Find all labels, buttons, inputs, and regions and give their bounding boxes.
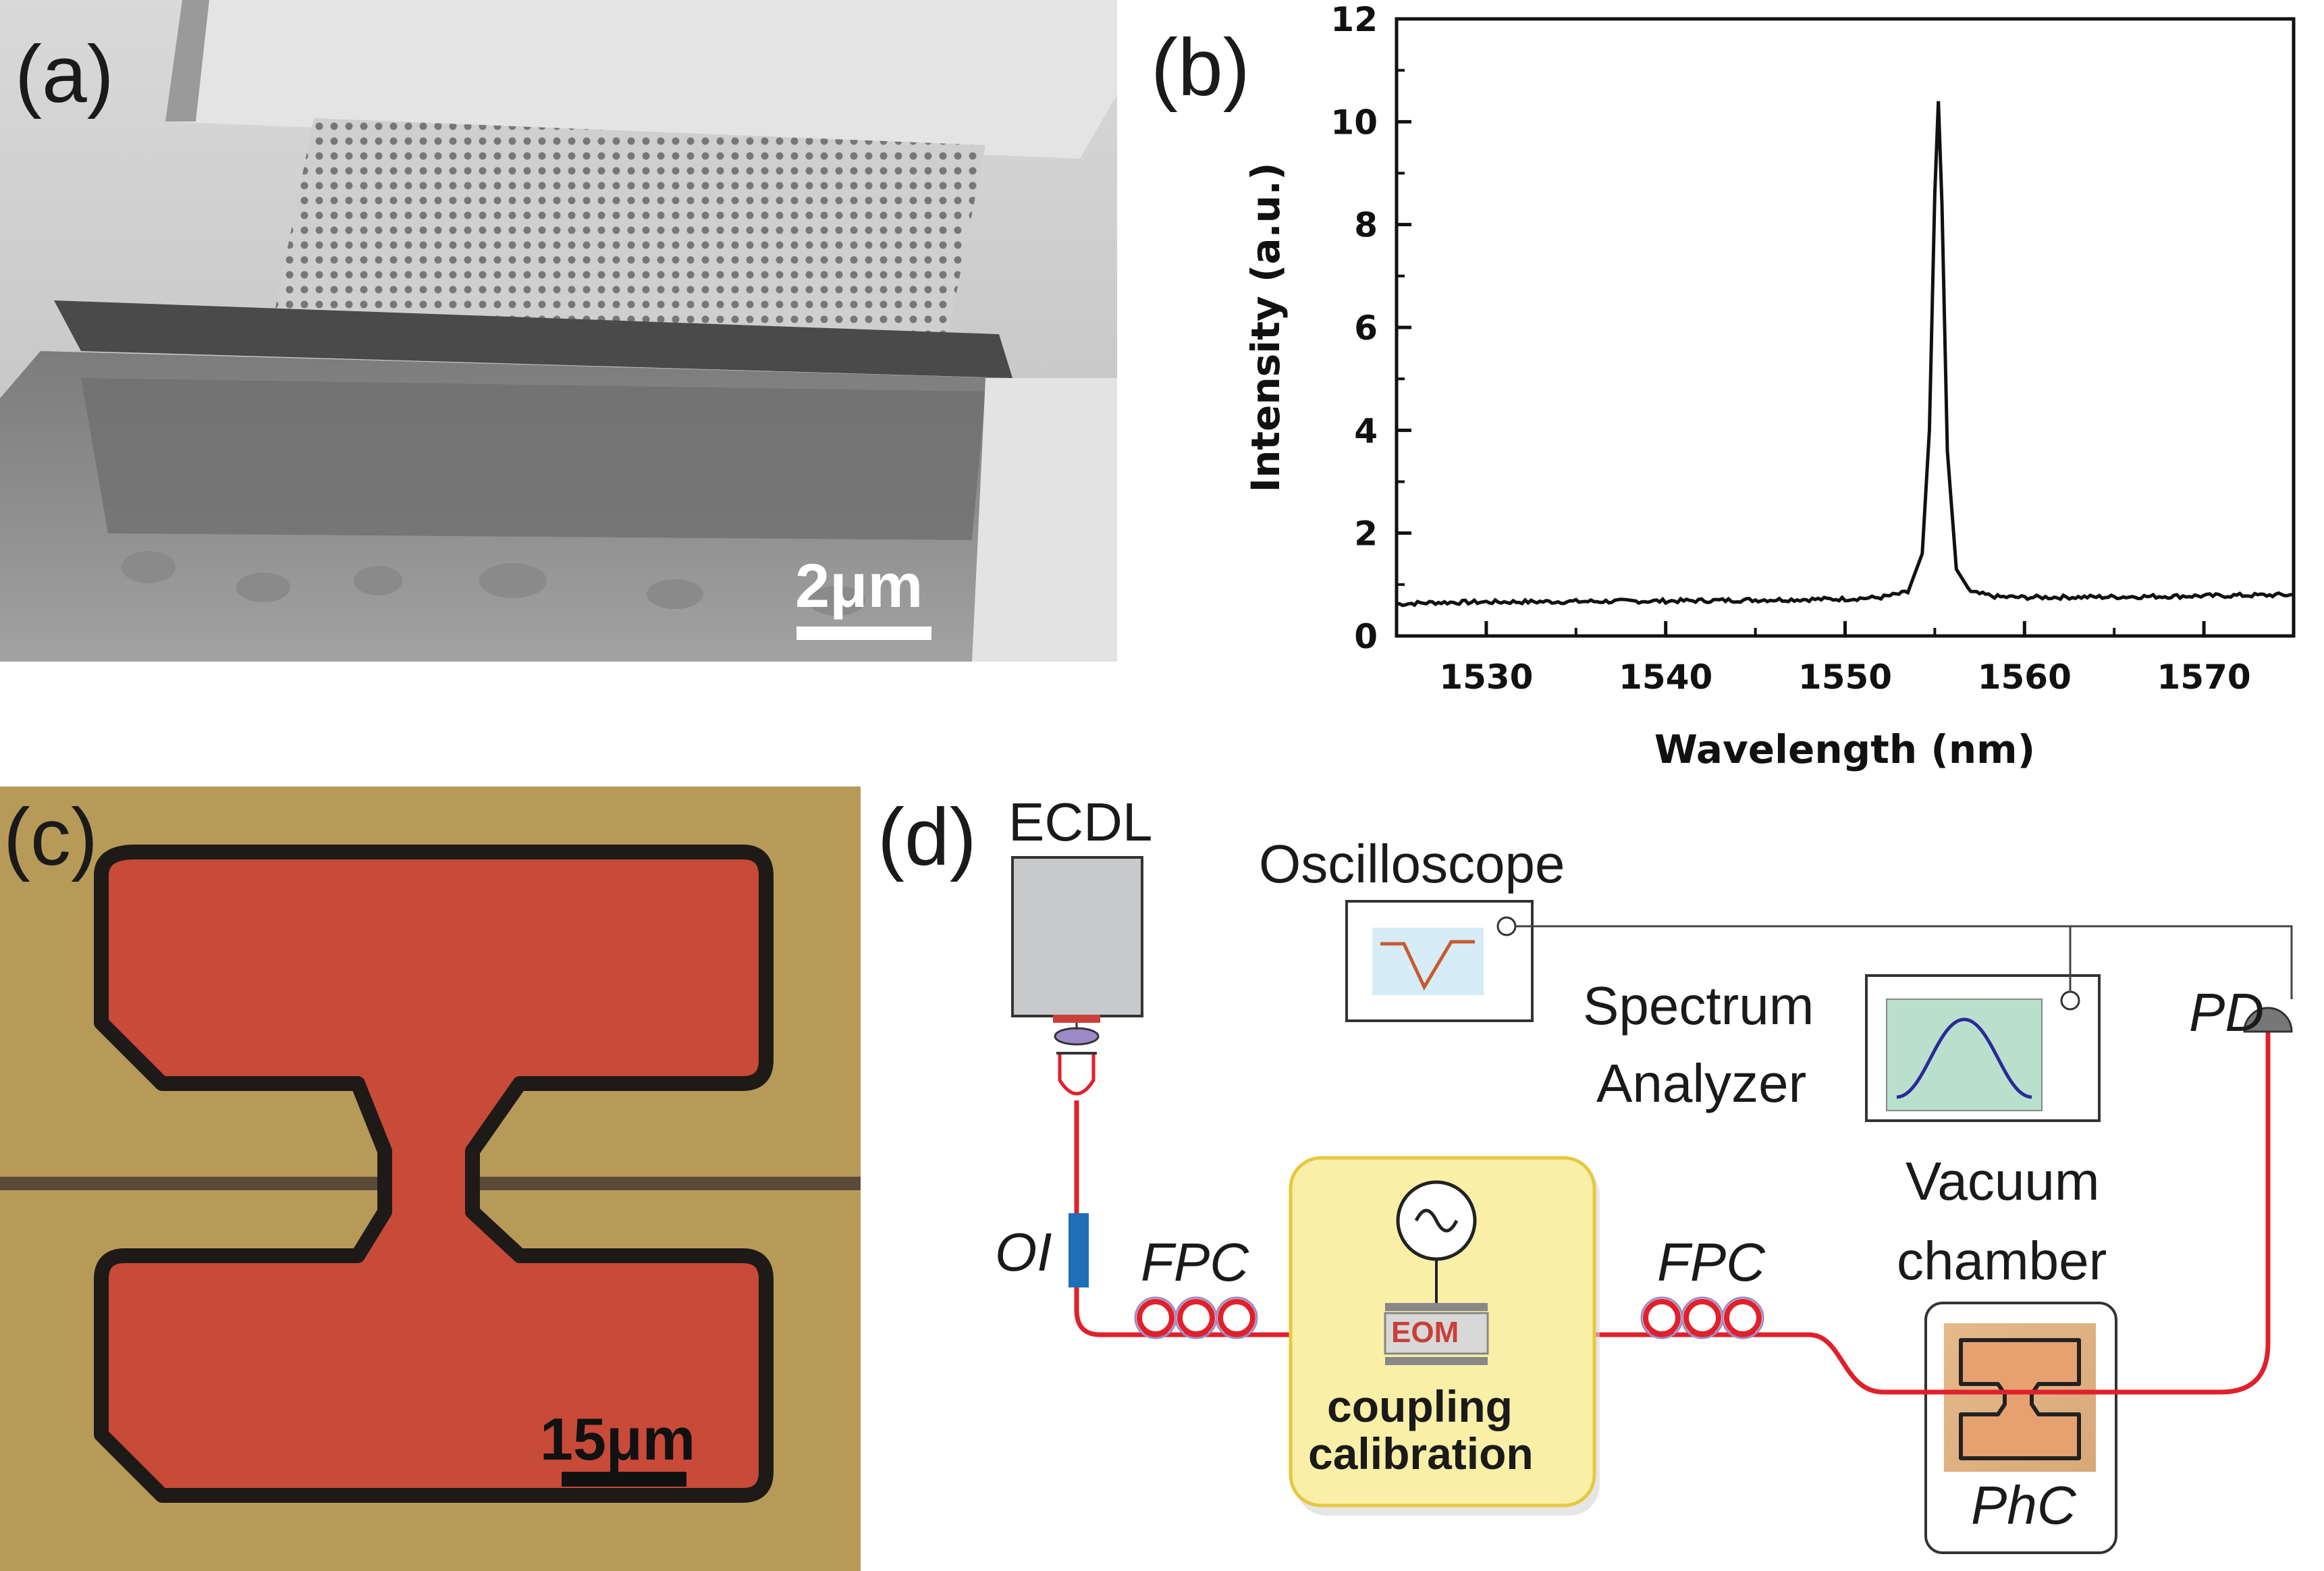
phc-label: PhC: [1971, 1475, 2076, 1535]
series-line: [1396, 101, 2294, 608]
setup-schematic: [1011, 856, 2293, 1554]
coupling-label: coupling: [1327, 1381, 1513, 1431]
ecdl-label: ECDL: [1008, 792, 1153, 852]
panel-label-a: (a): [15, 29, 114, 119]
x-tick-label: 1540: [1619, 658, 1712, 697]
panel-label-c: (c): [3, 792, 98, 882]
eom-label: EOM: [1391, 1316, 1459, 1349]
sem-scale-bar-label: 2μm: [795, 552, 923, 620]
fpc-right-loops: [1643, 1299, 1762, 1337]
ecdl-laser: [1011, 856, 1143, 1017]
y-tick-label: 12: [1330, 0, 1378, 39]
electrical-wire: [1515, 925, 2293, 999]
fpc-right-label: FPC: [1657, 1232, 1765, 1292]
sem-image: [0, 0, 1117, 662]
optical-isolator: [1069, 1213, 1089, 1287]
optical-fiber: [1074, 1030, 2271, 1395]
fpc-left-label: FPC: [1141, 1232, 1249, 1292]
photodiode-icon: [2243, 1007, 2293, 1033]
spectrum-label: Spectrum: [1583, 976, 1814, 1036]
oi-label: OI: [995, 1222, 1052, 1282]
chart-frame: [1395, 17, 2296, 638]
spectrum-chart: 1530 1540 1550 1560 1570 0 2 4 6 8 10 12 Wavelength…: [1243, 0, 2296, 772]
analyzer-label: Analyzer: [1596, 1053, 1807, 1113]
vacuum-label: Vacuum: [1906, 1151, 2100, 1211]
fiber-coupler-icon: [1058, 1053, 1096, 1096]
eom-modulator: [1384, 1312, 1489, 1355]
oscilloscope-port-icon: [1496, 916, 1517, 936]
chamber-label: chamber: [1897, 1231, 2107, 1291]
x-axis-label: Wavelength (nm): [1654, 726, 2035, 772]
x-tick-label: 1570: [2157, 658, 2251, 697]
micrograph-scale-bar-label: 15μm: [540, 1406, 695, 1472]
micrograph: [0, 787, 861, 1571]
x-tick-label: 1550: [1798, 658, 1892, 697]
analyzer-port-icon: [2060, 990, 2080, 1011]
y-axis-label: Intensity (a.u.): [1243, 163, 1289, 493]
y-tick-label: 6: [1354, 309, 1378, 348]
panel-label-b: (b): [1151, 22, 1250, 113]
y-tick-label: 2: [1354, 514, 1378, 554]
y-tick-label: 10: [1330, 103, 1378, 142]
oscilloscope-label: Oscilloscope: [1259, 834, 1565, 894]
y-tick-label: 8: [1354, 206, 1378, 245]
x-tick-label: 1560: [1978, 658, 2072, 697]
y-tick-label: 4: [1354, 411, 1378, 450]
y-tick-label: 0: [1354, 617, 1378, 656]
pd-label: PD: [2189, 982, 2265, 1042]
lens-icon: [1054, 1027, 1100, 1046]
panel-label-d: (d): [877, 792, 977, 882]
calibration-label: calibration: [1308, 1429, 1534, 1479]
fpc-left-loops: [1137, 1299, 1255, 1337]
x-tick-label: 1530: [1439, 658, 1533, 697]
